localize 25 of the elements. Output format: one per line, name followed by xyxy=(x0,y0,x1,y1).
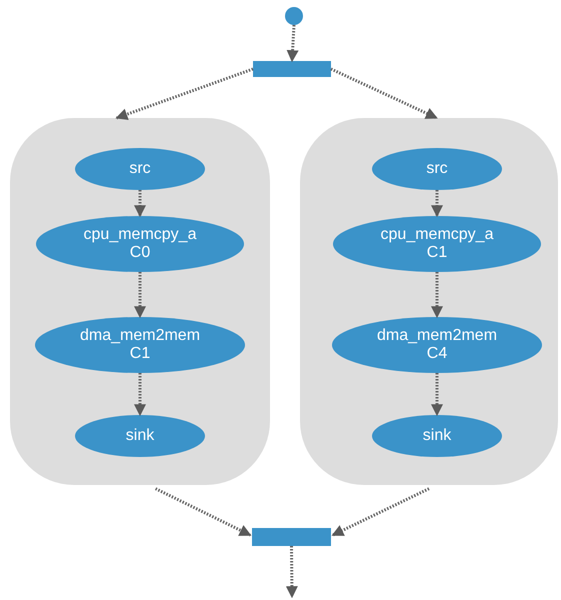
group-panel xyxy=(300,118,558,485)
node-label: dma_mem2mem C1 xyxy=(78,326,202,364)
arrow xyxy=(330,68,438,120)
start-node xyxy=(285,7,303,25)
arrow xyxy=(134,373,146,416)
node-label: dma_mem2mem C4 xyxy=(376,326,498,364)
node-label: src xyxy=(426,160,448,178)
arrow xyxy=(115,68,254,120)
node-label: sink xyxy=(126,426,154,446)
sync-bar xyxy=(252,528,331,546)
arrow xyxy=(431,373,443,416)
arrow xyxy=(286,24,299,62)
arrow xyxy=(286,546,298,598)
arrow xyxy=(154,487,252,537)
node-label: sink xyxy=(422,426,452,446)
sync-bar xyxy=(253,61,331,77)
arrow xyxy=(332,487,430,537)
arrow xyxy=(431,190,443,218)
arrow xyxy=(431,272,443,318)
node-label: src xyxy=(129,160,151,178)
node-label: cpu_memcpy_a C1 xyxy=(380,226,494,262)
group-panel xyxy=(10,118,270,485)
arrow xyxy=(134,272,146,318)
node-label: cpu_memcpy_a C0 xyxy=(82,226,198,262)
arrow xyxy=(134,190,146,218)
